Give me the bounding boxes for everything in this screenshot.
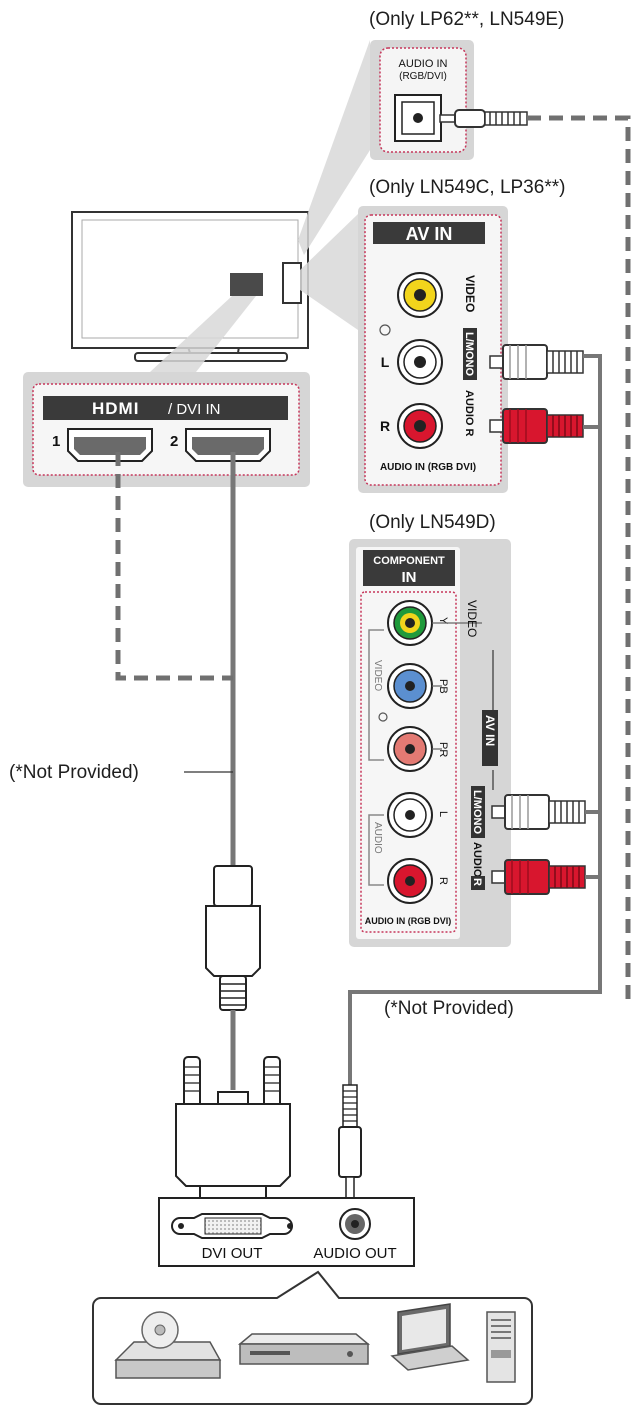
hdmi-logo: HDMI (92, 399, 139, 418)
callout-beam-av (300, 214, 358, 330)
caption-only-ln549c: (Only LN549C, LP36**) (369, 177, 565, 198)
audio-out-label: AUDIO OUT (313, 1245, 396, 1262)
source-device-panel: DVI OUT AUDIO OUT (158, 1197, 415, 1267)
av-l-label: L (381, 354, 390, 370)
hdmi-port-2-label: 2 (170, 433, 178, 450)
audio-in-label: AUDIO IN (399, 58, 448, 70)
mini-plug-bottom-icon (338, 1084, 362, 1200)
caption-only-ln549d: (Only LN549D) (369, 512, 496, 533)
caption-not-provided-audio: (*Not Provided) (384, 998, 514, 1019)
caption-only-lp62: (Only LP62**, LN549E) (369, 9, 564, 30)
callout-beam-hdmi (150, 296, 256, 372)
component-lmono-label: L/MONO (471, 790, 483, 834)
component-pb-label: PB (437, 679, 449, 694)
component-audio-label: AUDIO (471, 842, 483, 878)
component-r-tag: R (471, 878, 483, 886)
dvi-out-label: DVI OUT (202, 1245, 263, 1262)
hdmi-dvi-in-panel: HDMI / DVI IN 1 2 (23, 372, 310, 487)
component-pr-label: PR (437, 742, 449, 757)
callout-beam-audio (298, 40, 370, 255)
av-audio-r-label: AUDIO R (463, 390, 475, 437)
laptop-icon (390, 1303, 470, 1371)
component-y-label: Y (437, 617, 449, 625)
component-in-panel: COMPONENT IN VIDEO AUDIO Y (349, 539, 511, 947)
component-title-in: IN (402, 569, 417, 586)
rca-plug-white-av-icon (489, 344, 584, 380)
audio-cable-solid (348, 354, 602, 1085)
component-video-side-label: VIDEO (372, 660, 383, 691)
dvi-in-label: / DVI IN (168, 401, 221, 418)
mini-plug-top-icon (439, 109, 528, 128)
hdmi-plug-icon (205, 865, 261, 1011)
rca-plug-red-component-icon (491, 859, 586, 895)
av-video-label: VIDEO (463, 275, 477, 312)
av-r-label: R (380, 418, 390, 434)
hdmi-cable-dashed (115, 452, 233, 681)
component-audio-side-label: AUDIO (372, 822, 383, 854)
component-video-right-label: VIDEO (465, 600, 479, 637)
dvi-plug-icon (175, 1056, 291, 1205)
component-av-in-tag: AV IN (483, 715, 497, 746)
dvd-player-icon (114, 1311, 222, 1379)
audio-cable-dashed-right (527, 115, 631, 1000)
component-l-label: L (437, 811, 449, 817)
source-devices-group (92, 1270, 533, 1405)
caption-not-provided-hdmi: (*Not Provided) (9, 762, 139, 783)
av-in-title: AV IN (406, 224, 453, 244)
hdmi-port-1-label: 1 (52, 433, 60, 450)
audio-jack-icon (413, 113, 423, 123)
component-footer-label: AUDIO IN (RGB DVI) (365, 916, 452, 926)
rca-plug-red-av-icon (489, 408, 584, 444)
av-lmono-label: L/MONO (463, 332, 475, 376)
rgb-dvi-label: (RGB/DVI) (399, 71, 447, 82)
component-r-label: R (437, 877, 449, 885)
av-in-panel: AV IN L R VIDEO L/MONO AUDIO R AUDIO IN … (358, 206, 508, 493)
pc-tower-icon (486, 1311, 516, 1383)
audio-in-rgb-panel: AUDIO IN (RGB/DVI) (370, 40, 474, 160)
component-title: COMPONENT (373, 555, 445, 567)
set-top-box-icon (237, 1333, 371, 1365)
rca-plug-white-component-icon (491, 794, 586, 830)
av-footer-label: AUDIO IN (RGB DVI) (380, 462, 476, 473)
